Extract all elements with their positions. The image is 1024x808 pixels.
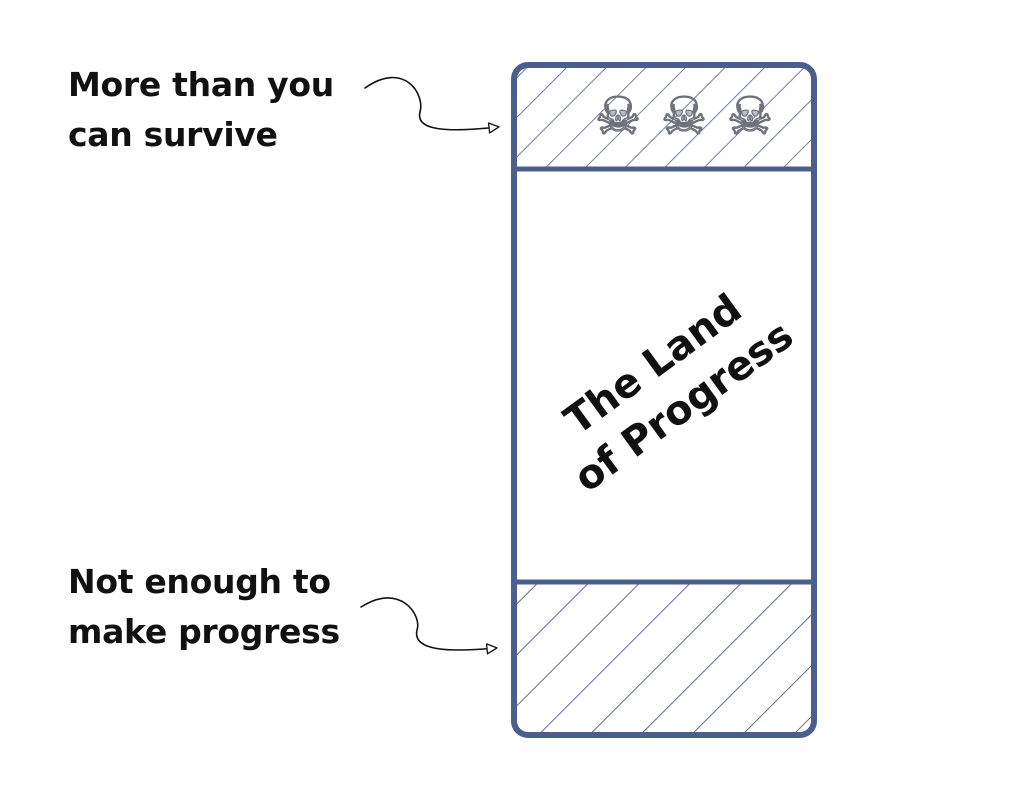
zone-box-outline: [511, 62, 817, 738]
annotation-top-line-2: can survive: [68, 115, 278, 154]
skull-icon-group: ☠ ☠ ☠: [594, 86, 774, 147]
skull-and-crossbones-icon: ☠: [661, 87, 708, 147]
skull-and-crossbones-icon: ☠: [595, 87, 642, 147]
skull-and-crossbones-icon: ☠: [727, 87, 774, 147]
annotation-not-enough-to-make-progress: Not enough to make progress: [68, 557, 368, 657]
annotation-top-line-1: More than you: [68, 65, 334, 104]
annotation-more-than-you-can-survive: More than you can survive: [68, 60, 368, 160]
annotation-bottom-line-2: make progress: [68, 612, 340, 651]
bottom-hatched-zone: [514, 582, 814, 735]
annotation-bottom-line-1: Not enough to: [68, 562, 331, 601]
top-hatched-zone: [514, 65, 814, 169]
top-curly-arrow: [364, 76, 500, 134]
land-of-progress-label: The Land of Progress: [556, 286, 802, 502]
bottom-curly-arrow: [360, 597, 498, 655]
